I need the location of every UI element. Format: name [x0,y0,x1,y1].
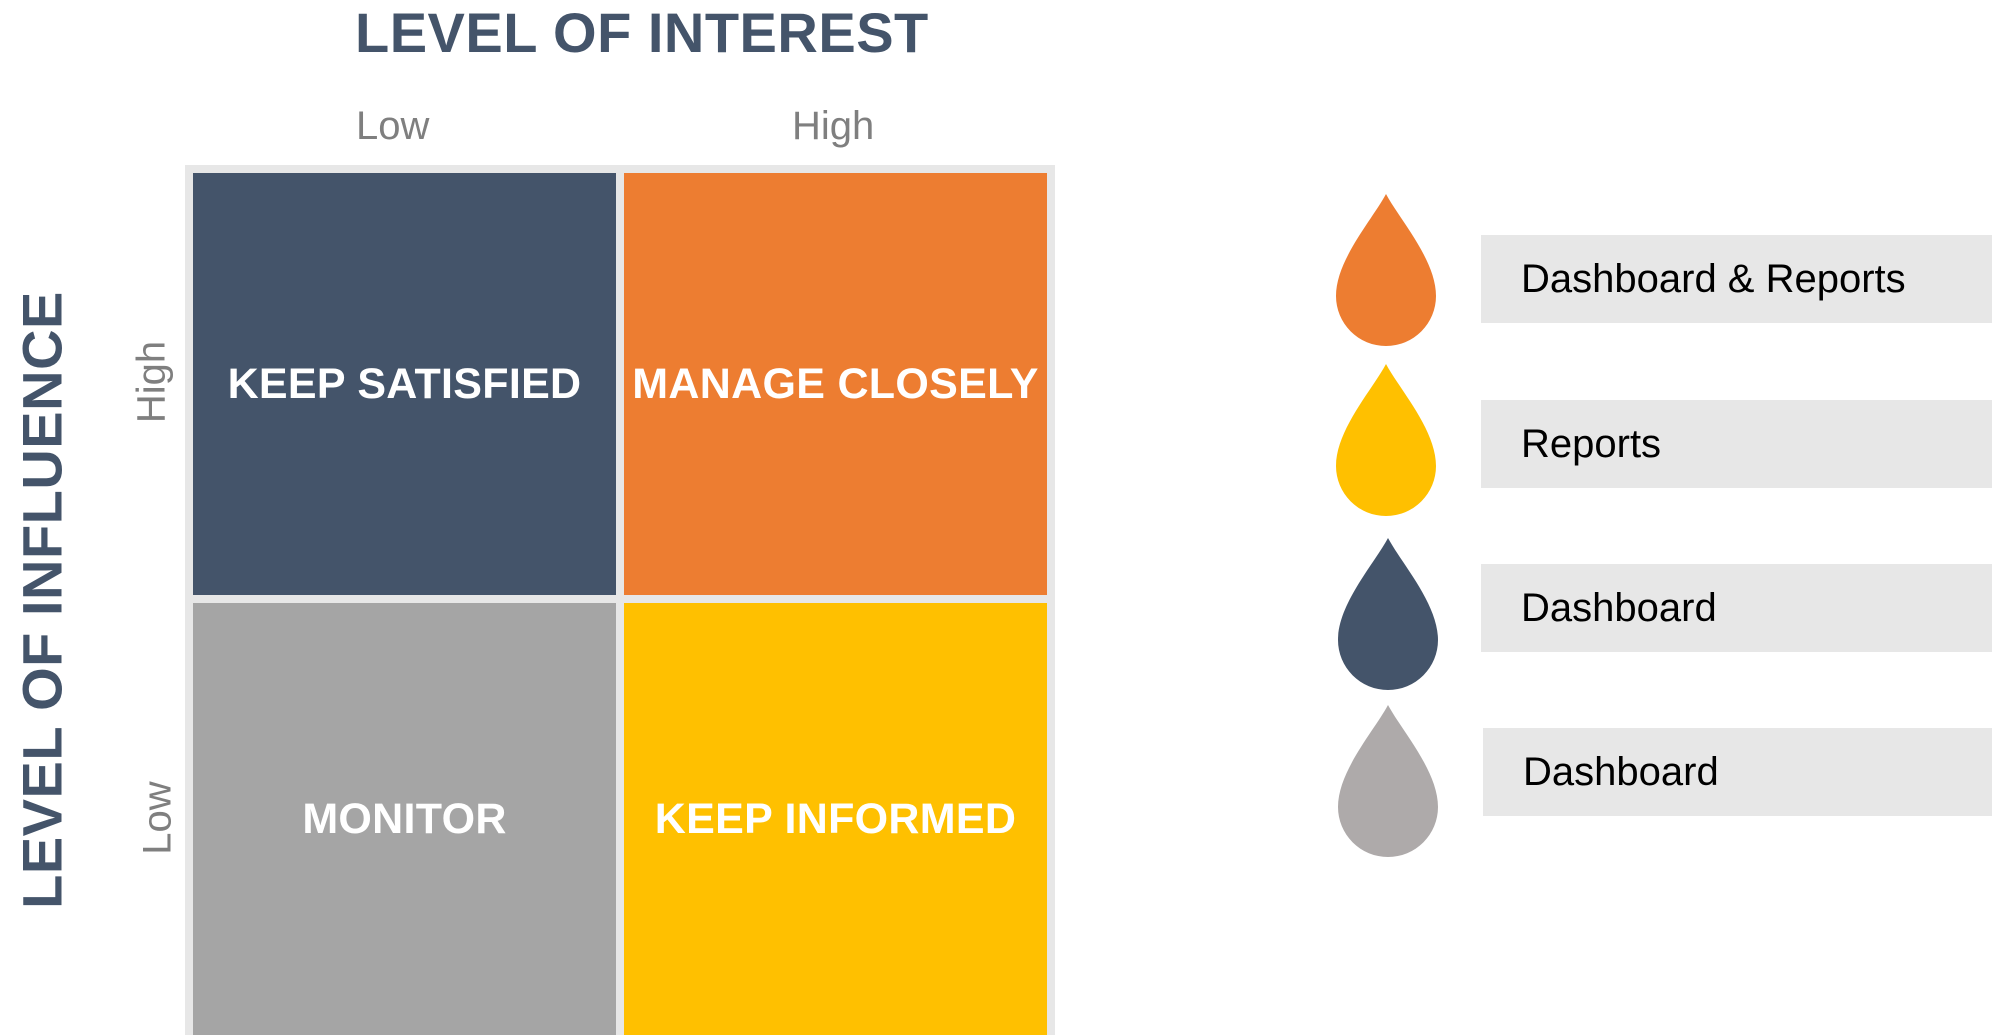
y-axis-high-label: High [129,340,174,424]
x-axis-low-label: Low [356,104,430,148]
legend-item-reports: Reports [1481,400,1992,488]
quadrant-monitor: MONITOR [193,603,616,1035]
legend-item-dashboard-reports: Dashboard & Reports [1481,235,1992,323]
quadrant-keep-satisfied-label: KEEP SATISFIED [227,359,582,408]
orange-drop-icon [1336,194,1436,346]
quadrant-keep-informed: KEEP INFORMED [624,603,1047,1035]
quadrant-monitor-label: MONITOR [302,794,507,843]
x-axis-title: LEVEL OF INTEREST [355,1,929,64]
navy-drop-icon [1338,538,1438,690]
yellow-drop-icon [1336,364,1436,516]
legend-item-label: Dashboard & Reports [1521,256,1906,301]
quadrant-manage-closely: MANAGE CLOSELY [624,173,1047,595]
x-axis-high-label: High [792,104,875,148]
legend-item-label: Dashboard [1521,585,1717,630]
gray-drop-icon [1338,705,1438,857]
stakeholder-matrix: KEEP SATISFIED MANAGE CLOSELY MONITOR KE… [185,165,1055,1035]
quadrant-keep-satisfied: KEEP SATISFIED [193,173,616,595]
legend-item-label: Reports [1521,421,1662,466]
quadrant-keep-informed-label: KEEP INFORMED [654,794,1017,843]
y-axis-title: LEVEL OF INFLUENCE [10,291,74,909]
quadrant-manage-closely-label: MANAGE CLOSELY [632,359,1039,408]
legend-item-dashboard-navy: Dashboard [1481,564,1992,652]
y-axis-low-label: Low [135,781,180,855]
legend-item-dashboard-gray: Dashboard [1483,728,1992,816]
legend-item-label: Dashboard [1523,749,1719,794]
